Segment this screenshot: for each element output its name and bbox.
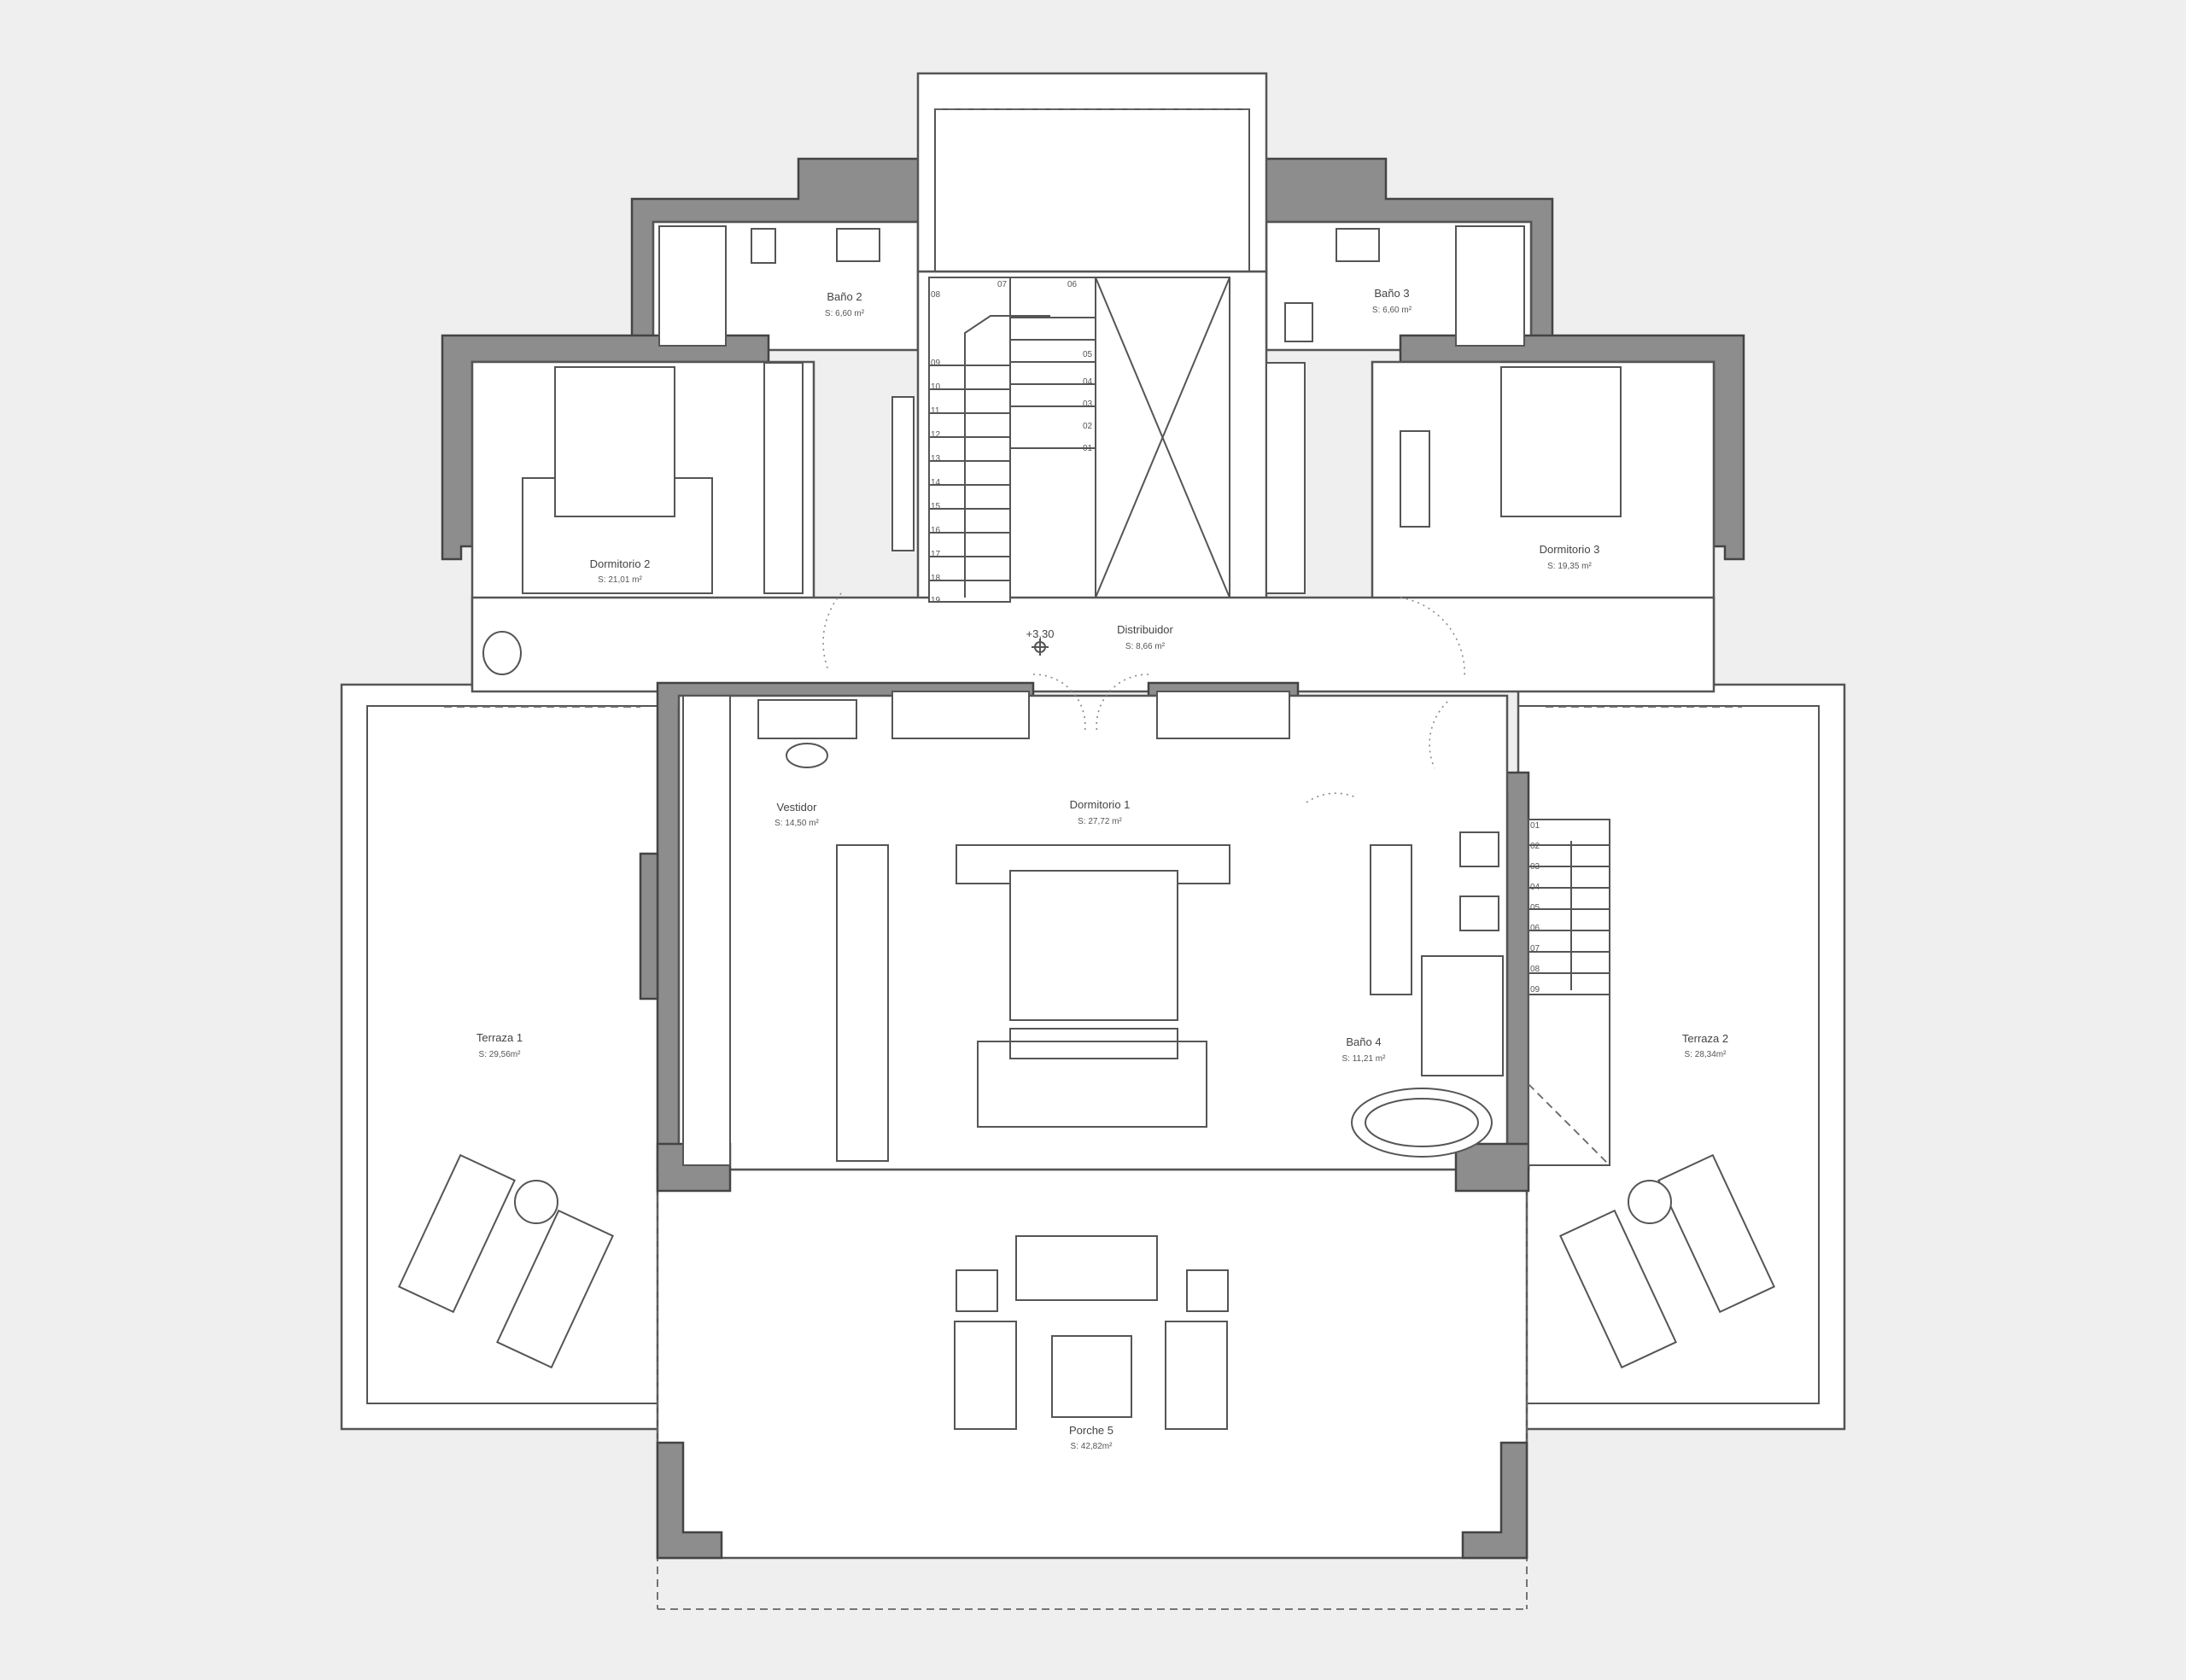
- stair-main-step-13: 13: [931, 454, 941, 464]
- room-area-terraza-2: S: 28,34m²: [1685, 1050, 1727, 1059]
- stair-main-step-07: 07: [997, 280, 1008, 289]
- stair-main-step-12: 12: [931, 430, 941, 440]
- room-name-porche-5: Porche 5: [1069, 1424, 1113, 1437]
- stair-right-step-04: 04: [1530, 883, 1540, 892]
- right-stair: [1528, 819, 1610, 1166]
- room-area-dormitorio-2: S: 21,01 m²: [598, 575, 642, 585]
- stair-main-step-03: 03: [1083, 400, 1093, 409]
- stair-main-step-06: 06: [1067, 280, 1078, 289]
- room-area-bano-4: S: 11,21 m²: [1342, 1054, 1387, 1064]
- stair-right-step-09: 09: [1530, 985, 1540, 995]
- bed-dormitorio-3: [1500, 366, 1622, 517]
- stair-right-step-01: 01: [1530, 821, 1540, 831]
- distributor-area: [471, 596, 1715, 693]
- room-name-bano-3: Baño 3: [1374, 287, 1409, 300]
- stair-main-step-19: 19: [931, 596, 941, 605]
- bathroom-3-fixtures: [1284, 225, 1525, 528]
- stair-main-step-16: 16: [931, 526, 941, 535]
- stair-main-step-08: 08: [931, 290, 941, 300]
- stair-main-step-numbers: 01 02 03 04 05 06 07 08 09 10 11 12 13 14 15 16 17 18 19: [931, 280, 1093, 605]
- porch-furniture: [954, 1235, 1229, 1430]
- stair-right-step-06: 06: [1530, 924, 1540, 933]
- door-swings: [822, 592, 1466, 803]
- room-name-vestidor: Vestidor: [777, 801, 818, 814]
- stair-main-step-09: 09: [931, 359, 941, 368]
- stair-right-step-08: 08: [1530, 965, 1540, 974]
- wardrobes: [682, 362, 1306, 1166]
- bathroom-2-fixtures: [658, 225, 915, 551]
- level-mark: +3,30: [1026, 627, 1055, 640]
- room-name-dormitorio-2: Dormitorio 2: [590, 557, 651, 570]
- room-area-vestidor: S: 14,50 m²: [774, 819, 819, 828]
- room-area-dormitorio-3: S: 19,35 m²: [1547, 562, 1592, 571]
- stair-main-step-15: 15: [931, 502, 941, 511]
- stair-right-step-03: 03: [1530, 862, 1540, 872]
- room-name-terraza-1: Terraza 1: [476, 1031, 523, 1044]
- bed-dormitorio-1: [757, 699, 1230, 1128]
- room-area-distribuidor: S: 8,66 m²: [1125, 642, 1166, 651]
- stair-right-step-07: 07: [1530, 944, 1540, 954]
- stair-main-step-10: 10: [931, 382, 941, 392]
- bed-dormitorio-2: [482, 366, 713, 675]
- room-name-bano-4: Baño 4: [1346, 1035, 1381, 1048]
- stair-main-step-05: 05: [1083, 350, 1093, 359]
- main-stair: [928, 277, 1230, 603]
- stair-right-step-02: 02: [1530, 842, 1540, 851]
- room-area-bano-2: S: 6,60 m²: [825, 309, 865, 318]
- room-area-bano-3: S: 6,60 m²: [1372, 306, 1412, 315]
- room-name-dormitorio-3: Dormitorio 3: [1540, 543, 1600, 556]
- stair-main-step-18: 18: [931, 574, 941, 583]
- stair-right-step-05: 05: [1530, 903, 1540, 913]
- bathroom-4-fixtures: [1351, 831, 1504, 1158]
- terrace-furniture: [398, 1153, 1775, 1369]
- room-name-terraza-2: Terraza 2: [1682, 1032, 1728, 1045]
- room-labels: Baño 2 S: 6,60 m² Baño 3 S: 6,60 m² Dorm…: [476, 287, 1728, 1451]
- room-name-bano-2: Baño 2: [827, 290, 862, 303]
- room-area-porche-5: S: 42,82m²: [1071, 1442, 1113, 1451]
- stair-main-step-14: 14: [931, 478, 941, 487]
- stair-main-step-11: 11: [931, 406, 940, 416]
- stair-main-step-02: 02: [1083, 422, 1093, 431]
- room-name-distribuidor: Distribuidor: [1117, 623, 1173, 636]
- level-marker: [1032, 639, 1049, 656]
- stair-main-step-04: 04: [1083, 377, 1093, 387]
- room-name-dormitorio-1: Dormitorio 1: [1070, 798, 1131, 811]
- stair-main-step-17: 17: [931, 550, 941, 559]
- stair-main-step-01: 01: [1083, 444, 1093, 453]
- stair-right-step-numbers: 01 02 03 04 05 06 07 08 09: [1530, 821, 1540, 995]
- room-area-terraza-1: S: 29,56m²: [479, 1050, 522, 1059]
- room-area-dormitorio-1: S: 27,72 m²: [1078, 817, 1122, 826]
